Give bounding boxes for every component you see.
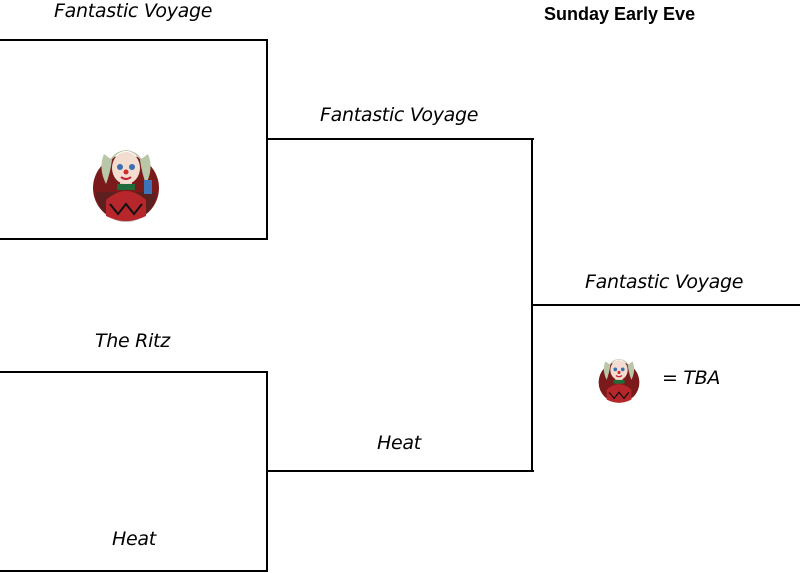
- r1-m2-top-line: [0, 371, 268, 373]
- r2-bottom-label: Heat: [377, 432, 421, 454]
- bracket-title: Sunday Early Eve: [544, 4, 695, 25]
- final-winner-label: Fantastic Voyage: [585, 271, 743, 293]
- r1-m2-top-label: The Ritz: [95, 330, 170, 352]
- r1-m2-bottom-line: [0, 570, 268, 572]
- r1-m1-top-label: Fantastic Voyage: [54, 0, 212, 22]
- legend-text: = TBA: [662, 367, 720, 389]
- r2-top-label: Fantastic Voyage: [320, 104, 478, 126]
- r1-m1-top-line: [0, 39, 268, 41]
- clown-girl-avatar-icon: [92, 140, 160, 222]
- r2-top-line: [266, 138, 534, 140]
- r2-bottom-line: [266, 470, 534, 472]
- r1-m2-bottom-label: Heat: [112, 528, 156, 550]
- legend-clown-girl-avatar-icon: [598, 350, 640, 406]
- r1-m1-bottom-line: [0, 238, 268, 240]
- final-line: [531, 304, 800, 306]
